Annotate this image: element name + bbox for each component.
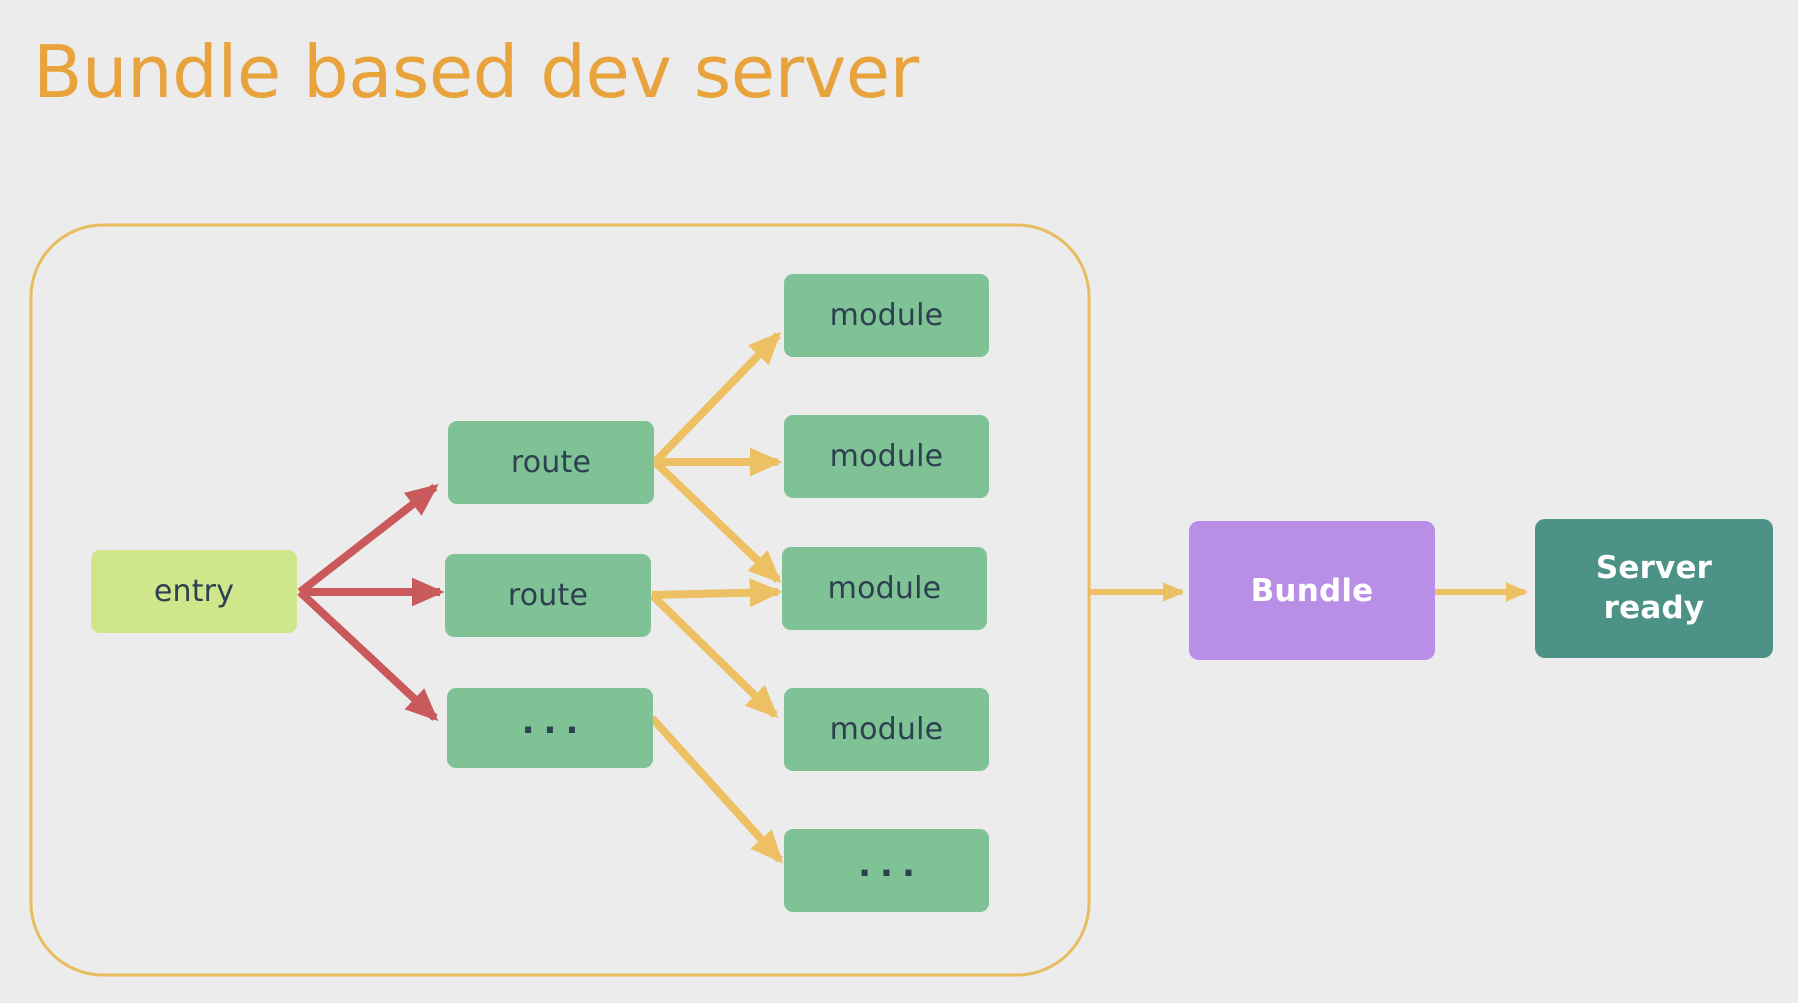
edge-route1-module3 [652,459,782,584]
node-route-ellipsis-label: ... [521,702,588,742]
node-module-1-label: module [829,298,944,333]
node-module-4-label: module [829,712,944,747]
page-title: Bundle based dev server [33,30,919,114]
node-server-ready-label-line2: ready [1603,589,1705,626]
node-entry-label: entry [153,574,235,609]
node-module-3-label: module [827,571,942,606]
node-module-ellipsis-label: ... [858,844,924,885]
edge-route1-module1 [652,331,782,465]
node-module-2[interactable]: module [784,415,989,498]
node-bundle[interactable]: Bundle [1189,521,1435,660]
node-server-ready[interactable]: Server ready [1535,519,1773,658]
node-module-ellipsis[interactable]: ... [784,829,989,912]
edge-entry-route1 [297,483,439,596]
edge-entry-route3 [297,589,439,722]
node-module-1[interactable]: module [784,274,989,357]
node-route-2[interactable]: route [445,554,651,637]
node-route-ellipsis[interactable]: ... [447,688,653,768]
edge-route3-module5 [649,715,784,864]
node-bundle-label: Bundle [1250,572,1374,609]
edge-route2-module4 [649,592,779,719]
edge-route2-module3 [651,578,783,608]
node-route-1-label: route [510,445,592,480]
node-entry[interactable]: entry [91,550,297,633]
node-route-1[interactable]: route [448,421,654,504]
node-route-2-label: route [507,578,589,613]
node-server-ready-label-line1: Server [1595,550,1713,587]
node-module-3[interactable]: module [782,547,987,630]
node-module-2-label: module [829,439,944,474]
node-module-4[interactable]: module [784,688,989,771]
